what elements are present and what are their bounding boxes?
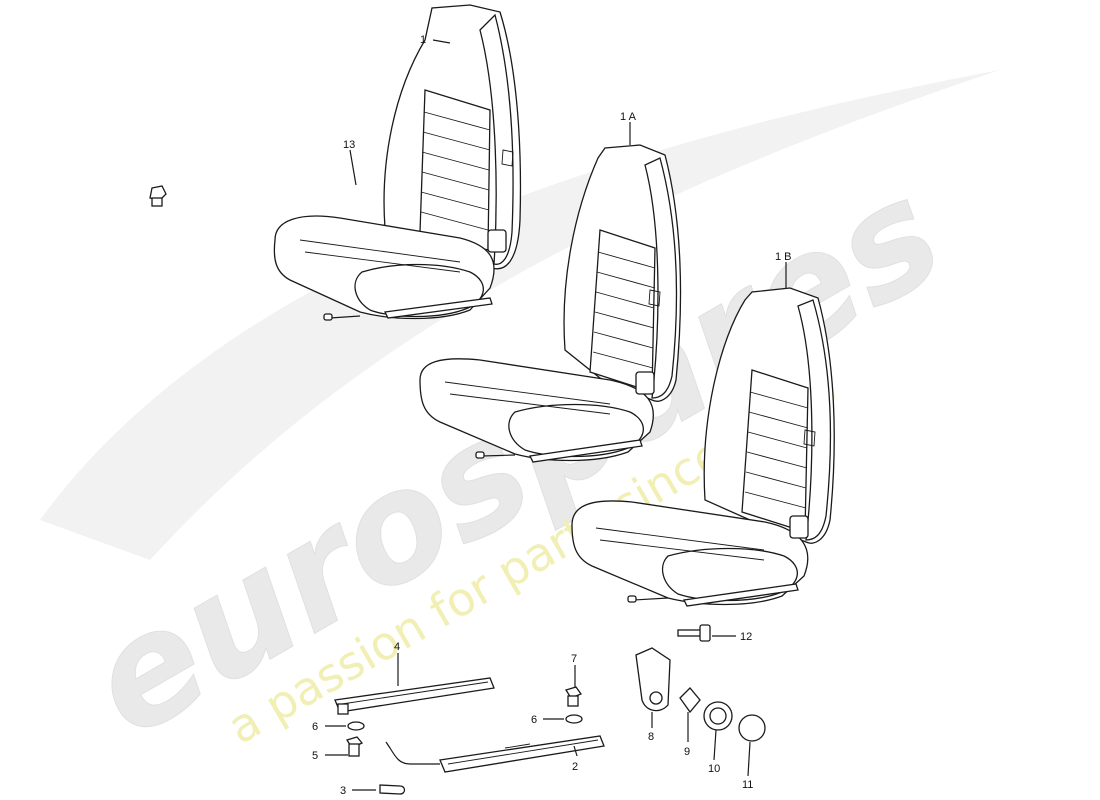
clip-9-part [679,687,701,714]
callout-screw-12: 12 [740,631,752,643]
callout-clip-9: 9 [684,746,690,758]
screw-12-part [677,624,711,642]
callouts: 1 1 A 1 B 13 4 6 5 3 2 6 7 8 9 10 11 12 [312,34,792,797]
washer-6b-part [565,714,583,724]
callout-bolt-13: 13 [343,139,355,151]
callout-seat-1a: 1 A [620,111,637,123]
bolt-13-part [149,185,167,207]
seat-rail-4-part [334,677,495,715]
callout-washer-6b: 6 [531,714,537,726]
callout-rail-4: 4 [394,641,400,653]
callout-knob-10: 10 [708,763,720,775]
callout-seat-1: 1 [420,34,426,46]
callout-washer-6a: 6 [312,721,318,733]
callout-plug-3: 3 [340,785,346,797]
washer-6a-part [347,721,365,731]
callout-cap-11: 11 [742,779,753,791]
knob-10-part [703,701,733,731]
bolt-7-part [564,686,583,707]
cap-11-part [738,714,766,742]
seat-rail-2-part [385,735,605,773]
plug-3-part [379,784,406,795]
leader-lines [325,39,787,791]
callout-bolt-7: 7 [571,653,577,665]
callout-seat-1b: 1 B [775,251,792,263]
callout-rail-2: 2 [572,761,578,773]
seat-1-speckled [273,4,522,321]
callout-cover-8: 8 [648,731,654,743]
watermark-swoosh [40,70,1000,560]
cover-8-part [635,647,671,712]
bolt-5-part [345,736,364,757]
callout-bolt-5: 5 [312,750,318,762]
seat-1b-plain [571,287,835,607]
seat-1a-speckled [419,144,682,463]
